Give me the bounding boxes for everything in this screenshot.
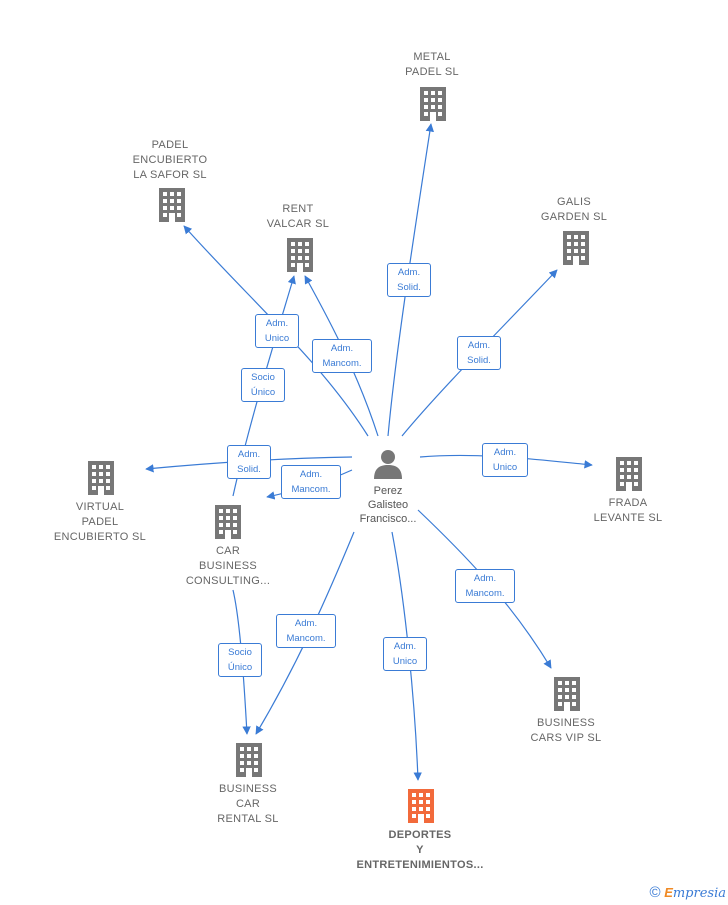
company-label: LEVANTE SL: [593, 512, 663, 524]
role-label-to-virtual: Adm.Solid.: [227, 445, 271, 479]
company-label: GARDEN SL: [540, 211, 608, 223]
company-label: CARS VIP SL: [530, 732, 602, 744]
building-icon-bcvip: [554, 677, 580, 711]
company-label: METAL: [413, 51, 451, 63]
role-label-to-bcr: Adm.Mancom.: [276, 614, 336, 648]
company-label: VALCAR SL: [266, 218, 330, 230]
company-galis[interactable]: GALIS GARDEN SL: [514, 195, 634, 225]
company-label: ENCUBIERTO: [132, 154, 208, 166]
company-label: BUSINESS: [536, 717, 596, 729]
role-label-to-galis: Adm.Solid.: [457, 336, 501, 370]
brand-name: mpresia: [672, 886, 726, 901]
building-icon-metal: [420, 87, 446, 121]
copyright-icon: ©: [649, 884, 661, 901]
company-virtual[interactable]: VIRTUAL PADEL ENCUBIERTO SL: [40, 500, 160, 545]
role-label-to-metal: Adm.Solid.: [387, 263, 431, 297]
company-rent[interactable]: RENT VALCAR SL: [238, 202, 358, 232]
role-label-to-frada: Adm.Unico: [482, 443, 528, 477]
company-label: ENTRETENIMIENTOS...: [356, 859, 484, 871]
building-icon-galis: [563, 231, 589, 265]
building-icon-rent: [287, 238, 313, 272]
center-person[interactable]: Perez Galisteo Francisco...: [343, 484, 433, 526]
company-label: RENT: [282, 203, 314, 215]
company-deportes[interactable]: DEPORTES Y ENTRETENIMIENTOS...: [340, 828, 500, 873]
role-label-to-deportes: Adm.Unico: [383, 637, 427, 671]
company-label: CONSULTING...: [185, 575, 271, 587]
building-icon-deportes: [408, 789, 434, 823]
role-label-to-bcvip: Adm.Mancom.: [455, 569, 515, 603]
company-label: Y: [416, 844, 424, 856]
building-icon-car: [215, 505, 241, 539]
person-name-line3: Francisco...: [359, 513, 417, 525]
building-icon-padel: [159, 188, 185, 222]
building-icon-virtual: [88, 461, 114, 495]
company-label: CAR: [235, 798, 261, 810]
company-label: VIRTUAL: [75, 501, 125, 513]
role-label-to-padel: Adm.Unico: [255, 314, 299, 348]
person-icon: [374, 450, 402, 479]
role-label-to-car: Adm.Mancom.: [281, 465, 341, 499]
company-label: LA SAFOR SL: [133, 169, 207, 181]
company-label: BUSINESS: [198, 560, 258, 572]
person-name-line2: Galisteo: [367, 499, 409, 511]
company-bcvip[interactable]: BUSINESS CARS VIP SL: [506, 716, 626, 746]
role-label-to-rent: Adm.Mancom.: [312, 339, 372, 373]
company-label: GALIS: [557, 196, 591, 208]
company-label: DEPORTES: [388, 829, 452, 841]
company-frada[interactable]: FRADA LEVANTE SL: [568, 496, 688, 526]
company-padel[interactable]: PADEL ENCUBIERTO LA SAFOR SL: [110, 138, 230, 183]
building-icon-frada: [616, 457, 642, 491]
company-label: ENCUBIERTO SL: [53, 531, 147, 543]
brand-initial: E: [664, 885, 673, 900]
company-label: FRADA: [608, 497, 648, 509]
brand-logo[interactable]: © Empresia: [650, 884, 727, 901]
building-icon-bcr: [236, 743, 262, 777]
edge-to-metal: [387, 123, 434, 437]
company-label: CAR: [215, 545, 241, 557]
company-label: PADEL SL: [405, 66, 459, 78]
company-label: RENTAL SL: [217, 813, 279, 825]
company-bcr[interactable]: BUSINESS CAR RENTAL SL: [188, 782, 308, 827]
company-metal[interactable]: METAL PADEL SL: [372, 50, 492, 80]
company-label: PADEL: [151, 139, 189, 151]
company-label: PADEL: [81, 516, 119, 528]
person-name-line1: Perez: [373, 485, 403, 497]
company-label: BUSINESS: [218, 783, 278, 795]
company-car[interactable]: CAR BUSINESS CONSULTING...: [168, 544, 288, 589]
